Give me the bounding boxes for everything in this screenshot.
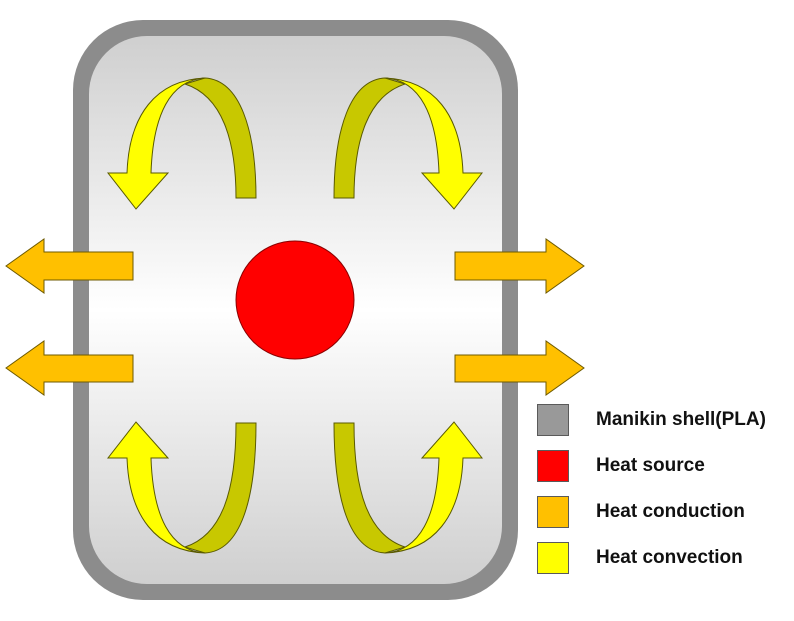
convection-loop-top-right-back [333, 77, 407, 199]
legend-swatch-convection [537, 542, 569, 574]
convection-loop-bottom-right [333, 421, 484, 554]
convection-loop-bottom-right-back [333, 422, 407, 554]
legend-swatch-heat-source [537, 450, 569, 482]
convection-loop-top-left-back [183, 77, 257, 199]
convection-loop-bottom-left-front [106, 421, 206, 554]
conduction-arrow-left-bottom [5, 340, 134, 396]
legend-item-heat-source: Heat source [537, 450, 794, 496]
conduction-arrow-left-top [5, 238, 134, 294]
convection-loop-top-left [106, 77, 257, 210]
legend-label-conduction: Heat conduction [596, 501, 745, 522]
legend-swatch-shell [537, 404, 569, 436]
convection-loop-top-right [333, 77, 484, 210]
convection-loop-top-left-front [106, 77, 206, 210]
conduction-arrow-right-top [454, 238, 585, 294]
legend-label-convection: Heat convection [596, 547, 743, 568]
legend-label-heat-source: Heat source [596, 455, 705, 476]
legend-item-convection: Heat convection [537, 542, 794, 588]
conduction-arrow-right-bottom [454, 340, 585, 396]
legend-item-conduction: Heat conduction [537, 496, 794, 542]
legend-label-shell: Manikin shell(PLA) [596, 409, 766, 430]
convection-loop-bottom-right-front [384, 421, 484, 554]
legend-swatch-conduction [537, 496, 569, 528]
convection-loop-top-right-front [384, 77, 484, 210]
legend-item-shell: Manikin shell(PLA) [537, 404, 794, 450]
convection-loop-bottom-left [106, 421, 257, 554]
legend: Manikin shell(PLA) Heat source Heat cond… [537, 404, 794, 588]
heat-source-circle [235, 240, 355, 360]
convection-loop-bottom-left-back [183, 422, 257, 554]
